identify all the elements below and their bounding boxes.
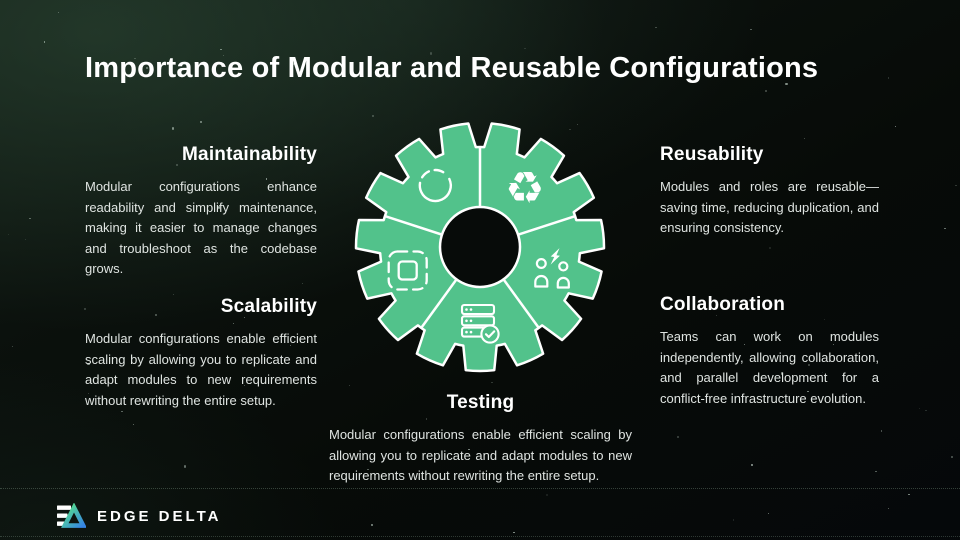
- brand-name: EDGE DELTA: [97, 508, 222, 525]
- gear-svg: ♻: [354, 122, 606, 373]
- gear-diagram: ♻: [345, 112, 615, 382]
- recycle-icon: ♻: [505, 163, 544, 214]
- collaboration-people-icon: [534, 248, 570, 289]
- section-collaboration: Collaboration Teams can work on modules …: [660, 294, 879, 409]
- module-brackets-icon: [387, 250, 428, 291]
- dashed-circle-icon: [418, 168, 453, 203]
- section-maintainability: Maintainability Modular configurations e…: [85, 144, 317, 280]
- bottom-divider: [0, 536, 960, 537]
- section-reusability: Reusability Modules and roles are reusab…: [660, 144, 879, 239]
- section-body-testing: Modular configurations enable efficient …: [329, 427, 632, 484]
- section-body-reusability: Modules and roles are reusable—saving ti…: [660, 179, 879, 236]
- footer-divider: [0, 488, 960, 489]
- svg-text:♻: ♻: [505, 163, 544, 214]
- section-body-maintainability: Modular configurations enhance readabili…: [85, 179, 317, 277]
- gear-center-hole: [438, 205, 522, 289]
- section-scalability: Scalability Modular configurations enabl…: [85, 296, 317, 411]
- section-title-reusability: Reusability: [660, 144, 764, 165]
- section-testing: Testing Modular configurations enable ef…: [329, 392, 632, 487]
- section-body-scalability: Modular configurations enable efficient …: [85, 331, 317, 408]
- section-title-testing: Testing: [446, 392, 515, 413]
- section-title-scalability: Scalability: [220, 296, 317, 317]
- page-title: Importance of Modular and Reusable Confi…: [85, 52, 819, 84]
- server-check-icon: [460, 303, 500, 344]
- section-body-collaboration: Teams can work on modules independently,…: [660, 329, 879, 406]
- section-title-maintainability: Maintainability: [182, 144, 317, 165]
- edge-delta-logo-icon: [57, 503, 86, 528]
- brand-logo: EDGE DELTA: [56, 503, 221, 530]
- section-title-collaboration: Collaboration: [660, 294, 786, 315]
